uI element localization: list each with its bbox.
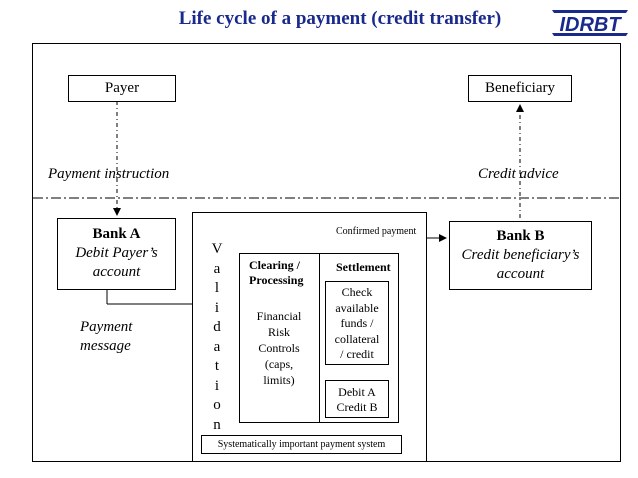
payment-message-label: Payment message xyxy=(80,318,132,356)
validation-label: V a l i d a t i o n xyxy=(205,240,229,435)
check-line3: funds / xyxy=(340,316,374,330)
debit-credit-box: Debit A Credit B xyxy=(325,380,389,418)
validation-letter: a xyxy=(213,260,221,277)
risk-line2: Risk xyxy=(267,325,290,339)
credit-advice-label: Credit advice xyxy=(478,166,559,182)
payment-instruction-label: Payment instruction xyxy=(48,166,170,182)
beneficiary-box: Beneficiary xyxy=(468,75,572,102)
check-line1: Check xyxy=(341,285,373,299)
bank-a-box: Bank A Debit Payer’s account xyxy=(57,218,176,290)
confirmed-payment-label: Confirmed payment xyxy=(336,226,417,237)
bank-b-line2: account xyxy=(496,266,545,282)
risk-line5: limits) xyxy=(263,373,295,387)
check-line5: / credit xyxy=(340,347,374,361)
bank-b-title: Bank B xyxy=(496,228,545,244)
payment-message-line1: Payment xyxy=(80,319,133,335)
logo-text: IDRBT xyxy=(559,14,622,36)
check-line2: available xyxy=(335,300,379,315)
credit-line: Credit B xyxy=(336,400,378,414)
system-label-box: Systematically important payment system xyxy=(201,435,402,454)
validation-letter: t xyxy=(214,358,220,374)
page-title: Life cycle of a payment (credit transfer… xyxy=(178,8,502,29)
risk-line1: Financial xyxy=(256,309,302,323)
validation-letter: n xyxy=(213,416,221,433)
payer-box: Payer xyxy=(68,75,176,102)
clearing-line2: Processing xyxy=(249,273,304,287)
validation-letter: i xyxy=(214,299,220,316)
validation-letter: V xyxy=(211,241,223,257)
risk-line4: (caps, xyxy=(264,357,294,371)
validation-letter: a xyxy=(213,338,221,355)
bank-b-line1: Credit beneficiary’s xyxy=(461,247,580,263)
check-funds-box: Check available funds / collateral / cre… xyxy=(325,281,389,365)
risk-controls-label: Financial Risk Controls (caps, limits) xyxy=(244,308,314,388)
beneficiary-label: Beneficiary xyxy=(485,80,555,96)
clearing-label: Clearing / Processing xyxy=(249,258,303,288)
debit-line: Debit A xyxy=(338,385,376,399)
clearing-settlement-divider xyxy=(319,253,320,423)
bank-a-line1: Debit Payer’s xyxy=(75,245,158,261)
bank-b-box: Bank B Credit beneficiary’s account xyxy=(449,221,592,290)
validation-letter: l xyxy=(214,280,220,296)
clearing-line1: Clearing / xyxy=(249,258,300,272)
check-line4: collateral xyxy=(334,331,380,346)
validation-letter: i xyxy=(214,377,220,394)
payment-message-line2: message xyxy=(80,338,131,354)
bank-a-title: Bank A xyxy=(92,226,141,242)
settlement-label: Settlement xyxy=(336,260,391,274)
idrbt-logo: IDRBT xyxy=(548,4,632,38)
system-label: Systematically important payment system xyxy=(217,439,386,450)
validation-letter: o xyxy=(213,397,221,413)
bank-a-line2: account xyxy=(92,264,141,280)
payer-label: Payer xyxy=(104,80,140,96)
risk-line3: Controls xyxy=(258,341,300,355)
validation-letter: d xyxy=(213,319,221,335)
